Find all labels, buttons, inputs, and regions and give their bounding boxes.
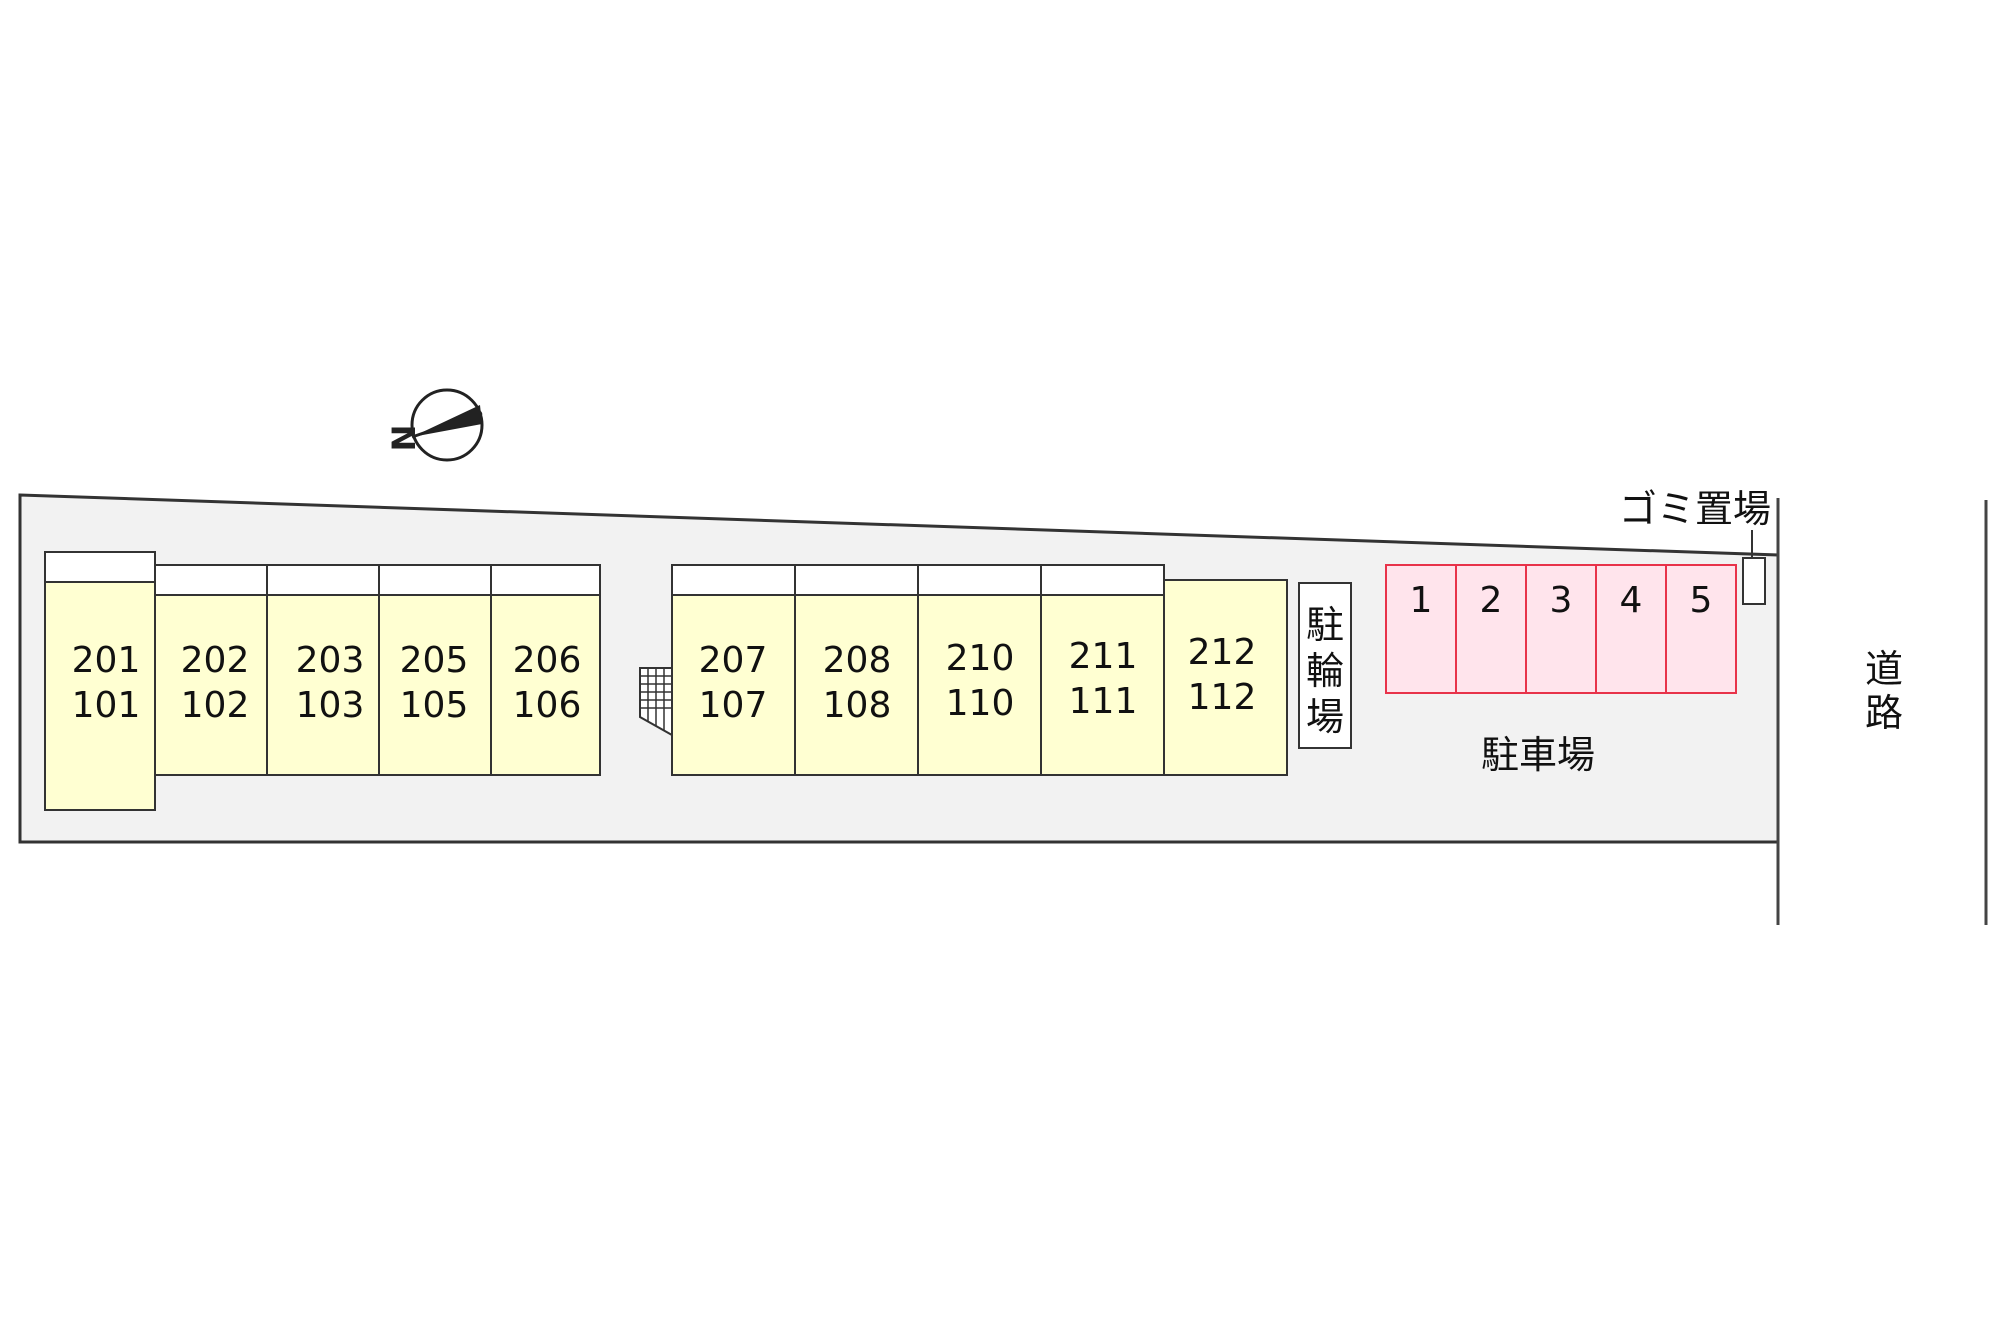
balcony-row-west	[154, 564, 601, 596]
unit-labels: 201 101 202 102 203 103 205 105 206 106 …	[72, 632, 1257, 726]
compass-needle	[412, 405, 482, 437]
unit-lower-number: 107	[699, 685, 768, 726]
balcony-201	[44, 551, 156, 583]
garbage-label: ゴミ置場	[1619, 487, 1771, 531]
road-char: 道	[1865, 647, 1903, 691]
unit-upper-number: 205	[400, 640, 469, 681]
parking-space-3[interactable]	[1525, 564, 1597, 694]
unit-lower-number: 106	[513, 685, 582, 726]
unit-upper-number: 202	[181, 640, 250, 681]
unit-lower-number: 105	[400, 685, 469, 726]
parking-space-5[interactable]	[1665, 564, 1737, 694]
unit-208-108[interactable]	[794, 594, 919, 776]
unit-lower-number: 108	[823, 685, 892, 726]
bicycle-parking-char: 場	[1306, 695, 1344, 739]
unit-upper-number: 210	[946, 638, 1015, 679]
garbage-area: ゴミ置場	[1619, 487, 1771, 605]
unit-lower-number: 110	[946, 683, 1015, 724]
parking-space-number: 3	[1550, 580, 1573, 621]
unit-201-101[interactable]	[44, 581, 156, 811]
parking-space-number: 5	[1690, 580, 1713, 621]
parking-space-number: 2	[1480, 580, 1503, 621]
unit-207-107[interactable]	[671, 594, 796, 776]
unit-lower-number: 112	[1188, 677, 1257, 718]
building-east	[671, 564, 1288, 776]
unit-212-112[interactable]	[1163, 579, 1288, 776]
parking-space-number: 4	[1620, 580, 1643, 621]
parking-space-number: 1	[1410, 580, 1433, 621]
unit-lower-number: 102	[181, 685, 250, 726]
building-west	[44, 551, 601, 811]
unit-211-111[interactable]	[1040, 594, 1165, 776]
unit-lower-number: 101	[72, 685, 141, 726]
unit-upper-number: 212	[1188, 632, 1257, 673]
road: 道 路	[1865, 647, 1903, 735]
unit-upper-number: 207	[699, 640, 768, 681]
unit-upper-number: 208	[823, 640, 892, 681]
unit-upper-number: 206	[513, 640, 582, 681]
unit-210-110[interactable]	[917, 594, 1042, 776]
bicycle-parking-char: 駐	[1306, 603, 1344, 647]
unit-upper-number: 203	[296, 640, 365, 681]
bicycle-parking-box[interactable]	[1298, 582, 1352, 749]
north-compass: N	[385, 388, 484, 462]
road-char: 路	[1865, 691, 1903, 735]
parking-label: 駐車場	[1481, 733, 1595, 777]
parking-space-4[interactable]	[1595, 564, 1667, 694]
unit-upper-number: 201	[72, 640, 141, 681]
bicycle-parking-char: 輪	[1306, 649, 1344, 693]
unit-lower-number: 103	[296, 685, 365, 726]
unit-lower-number: 111	[1069, 681, 1138, 722]
parking-space-1[interactable]	[1385, 564, 1457, 694]
bicycle-parking: 駐 輪 場	[1298, 582, 1352, 749]
unit-upper-number: 211	[1069, 636, 1138, 677]
parking-spaces: 1 2 3 4 5 駐車場	[1385, 564, 1737, 777]
garbage-box[interactable]	[1742, 557, 1766, 605]
unit-205-105[interactable]	[378, 594, 492, 776]
unit-206-106[interactable]	[490, 594, 601, 776]
compass-label: N	[385, 425, 423, 452]
